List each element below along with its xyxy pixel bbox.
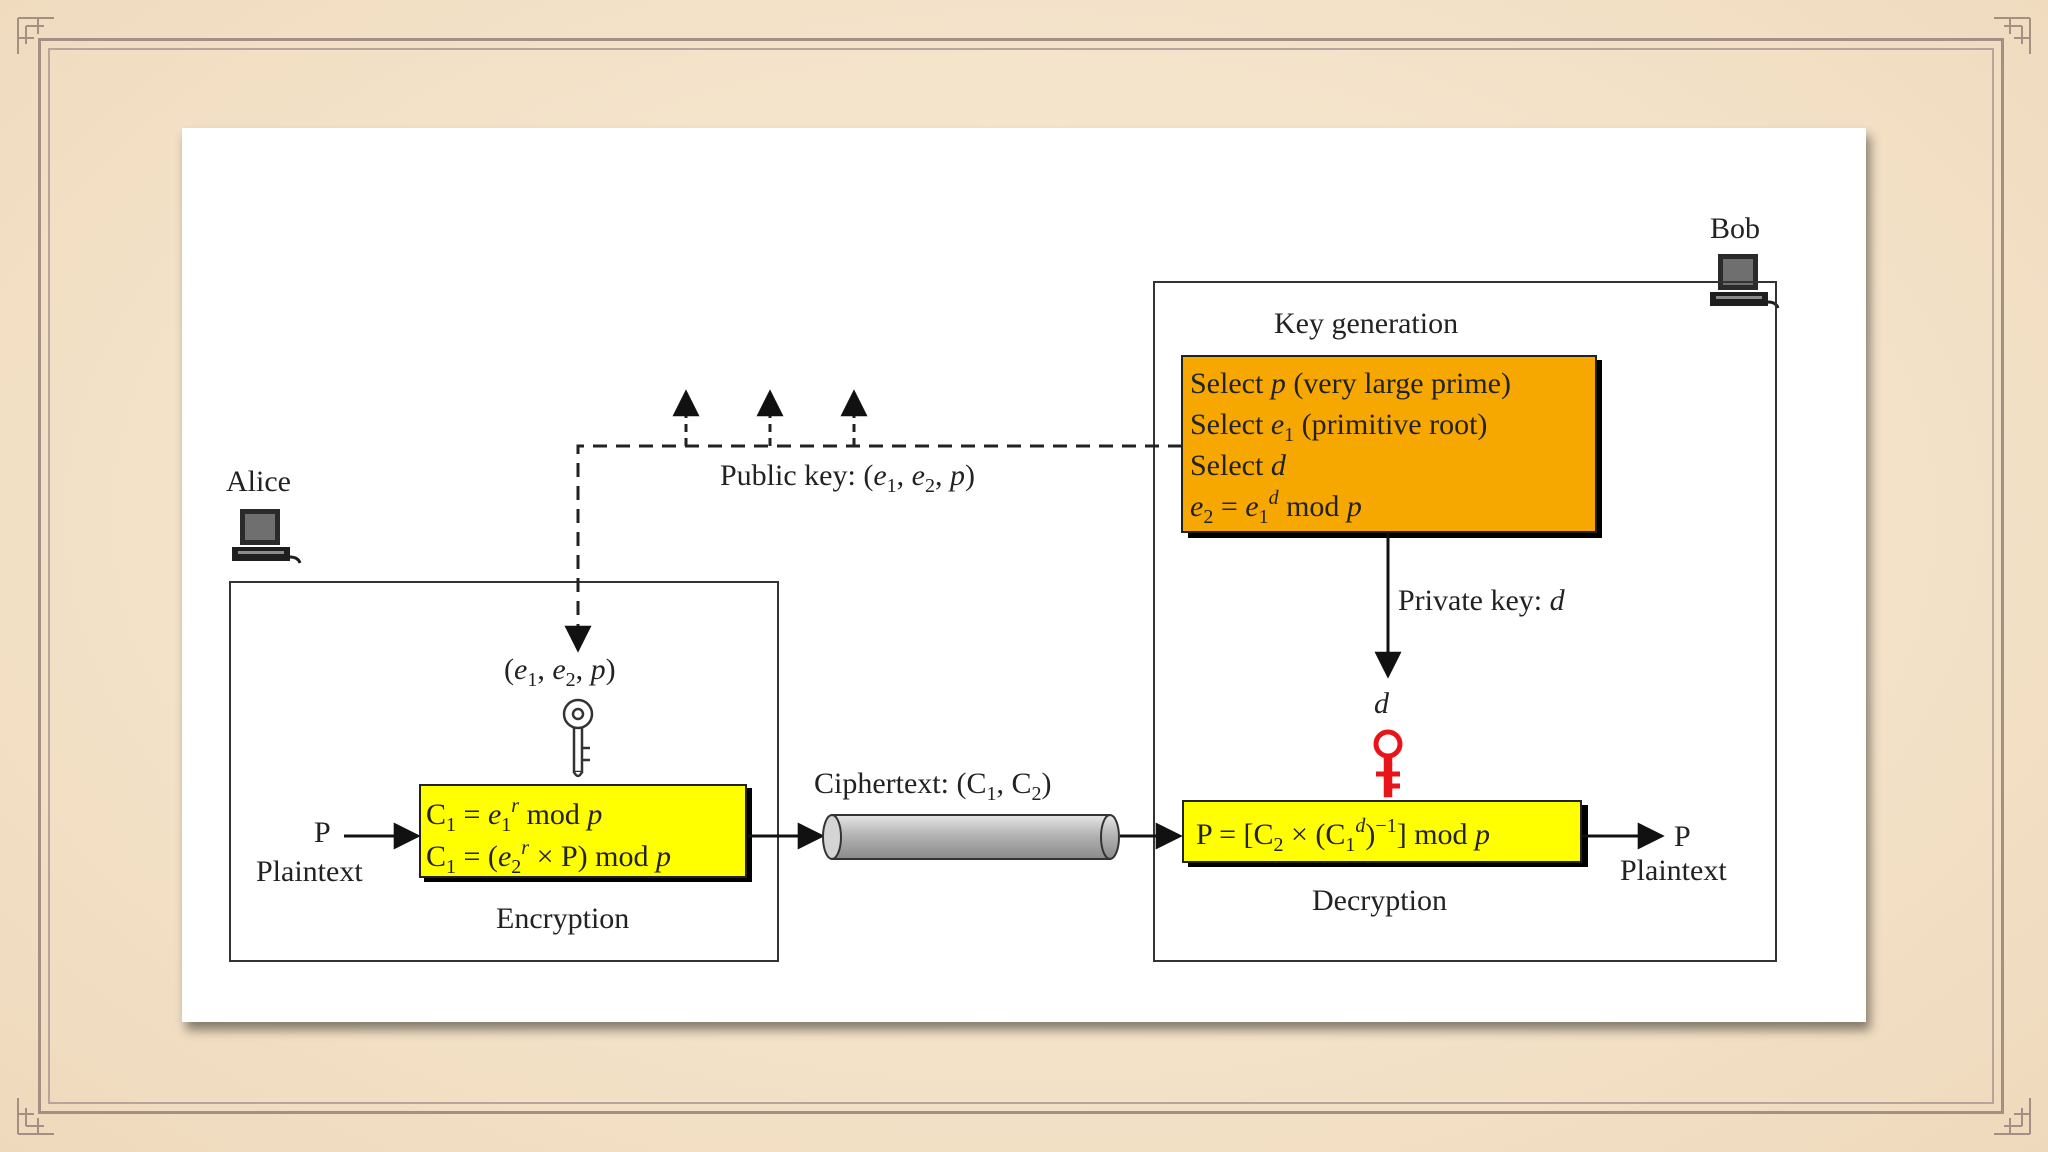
alice-box — [229, 581, 779, 962]
ciphertext-channel — [822, 814, 1120, 860]
decryption-formula: P = [C2 × (C1d)−1] mod p — [1196, 815, 1490, 856]
bob-label: Bob — [1710, 212, 1760, 245]
corner-ornament-icon — [1994, 17, 2031, 54]
svg-text:C1 = (e2r × P) mod p: C1 = (e2r × P) mod p — [426, 837, 671, 878]
private-key-label: Private key: d — [1398, 584, 1566, 617]
encryption-box — [419, 784, 747, 878]
svg-text:C1 = e1r mod p: C1 = e1r mod p — [426, 795, 602, 836]
bob-box — [1153, 281, 1777, 962]
key-generation-title: Key generation — [1274, 307, 1458, 340]
public-key-path — [564, 444, 1182, 653]
corner-ornament-icon — [17, 1098, 54, 1135]
plaintext-in-label: Plaintext — [256, 855, 363, 888]
corner-ornament-icon — [1994, 1098, 2031, 1135]
plaintext-out-symbol: P — [1674, 820, 1691, 853]
key-icon — [562, 698, 594, 778]
svg-text:Select p (very large prime): Select p (very large prime) — [1190, 367, 1511, 400]
svg-text:Select e1 (primitive root): Select e1 (primitive root) — [1190, 408, 1487, 446]
slide-frame-inner — [48, 48, 1994, 1104]
encryption-label: Encryption — [496, 902, 629, 935]
public-key-label: Public key: (e1, e2, p) — [720, 459, 975, 497]
alice-label: Alice — [226, 465, 291, 498]
svg-text:e2 = e1d mod p: e2 = e1d mod p — [1190, 487, 1362, 528]
decryption-box — [1182, 800, 1582, 863]
ciphertext-label: Ciphertext: (C1, C2) — [814, 767, 1052, 805]
diagram-slide: Alice Bob Key generation Select p (very … — [182, 128, 1866, 1022]
plaintext-in-symbol: P — [314, 816, 331, 849]
decryption-label: Decryption — [1312, 884, 1447, 917]
elgamal-diagram: Alice Bob Key generation Select p (very … — [226, 212, 1780, 962]
corner-ornament-icon — [17, 17, 54, 54]
slide-frame-outer — [38, 38, 2004, 1114]
svg-text:Select d: Select d — [1190, 449, 1287, 482]
alice-computer-icon — [230, 507, 302, 565]
key-generation-steps: Select p (very large prime) Select e1 (p… — [1190, 367, 1511, 528]
public-key-received: (e1, e2, p) — [504, 653, 616, 691]
private-key-received: d — [1374, 687, 1390, 720]
encryption-formulas: C1 = e1r mod p C1 = (e2r × P) mod p — [426, 795, 671, 878]
plaintext-out-label: Plaintext — [1620, 854, 1727, 887]
private-key-icon — [1373, 729, 1403, 798]
